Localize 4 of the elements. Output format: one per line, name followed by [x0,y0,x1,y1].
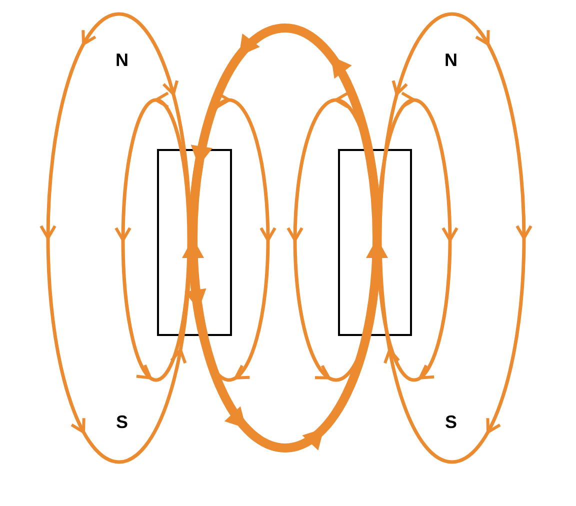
pole-label: S [116,413,128,431]
pole-label: N [444,51,458,69]
pole-label: S [445,413,457,431]
pole-label: N [116,51,128,69]
